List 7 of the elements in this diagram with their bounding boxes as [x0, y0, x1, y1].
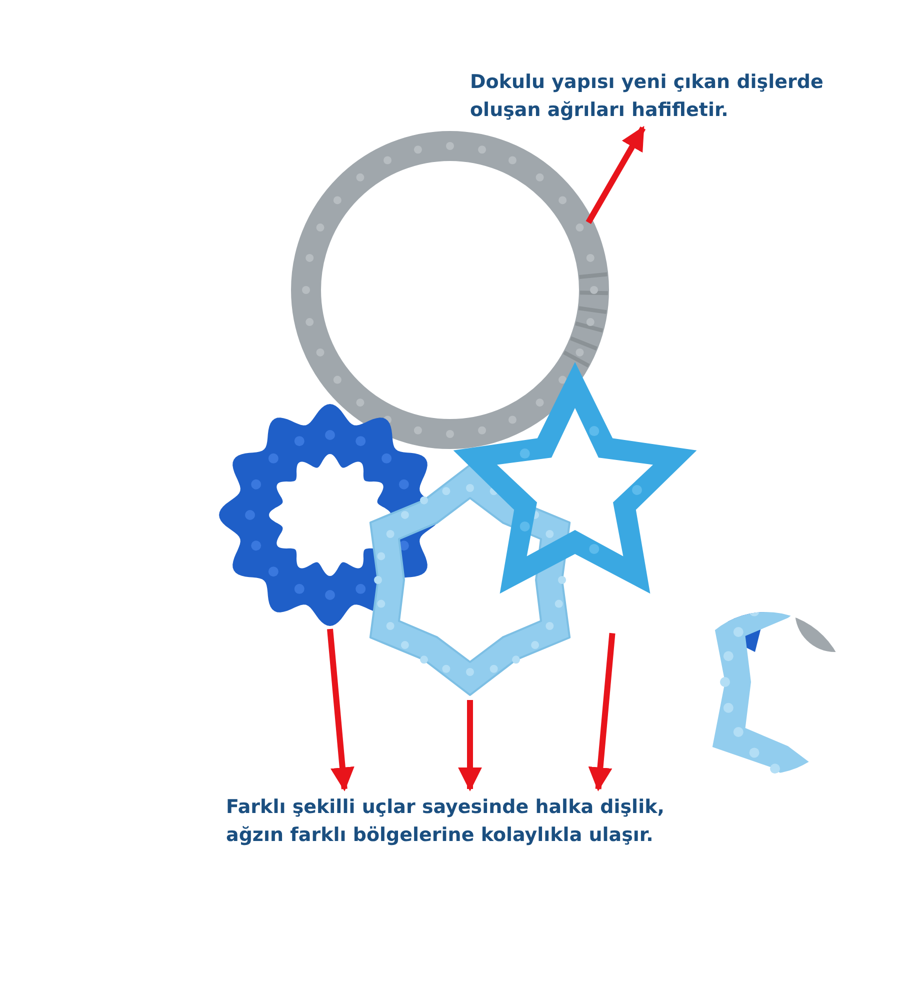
- arrow: [588, 632, 616, 792]
- arrow: [586, 126, 646, 224]
- teething-ring-drawing: [290, 130, 610, 450]
- arrow: [327, 628, 354, 792]
- callout-text: Dokulu yapısı yeni çıkan dişlerde oluşan ağrıları hafifletir.: [470, 68, 870, 124]
- arrow: [458, 700, 482, 792]
- callout-text: Farklı şekilli uçlar sayesinde halka dişlik, ağzın farklı bölgelerine kolaylıkla ulaşır.: [226, 793, 726, 849]
